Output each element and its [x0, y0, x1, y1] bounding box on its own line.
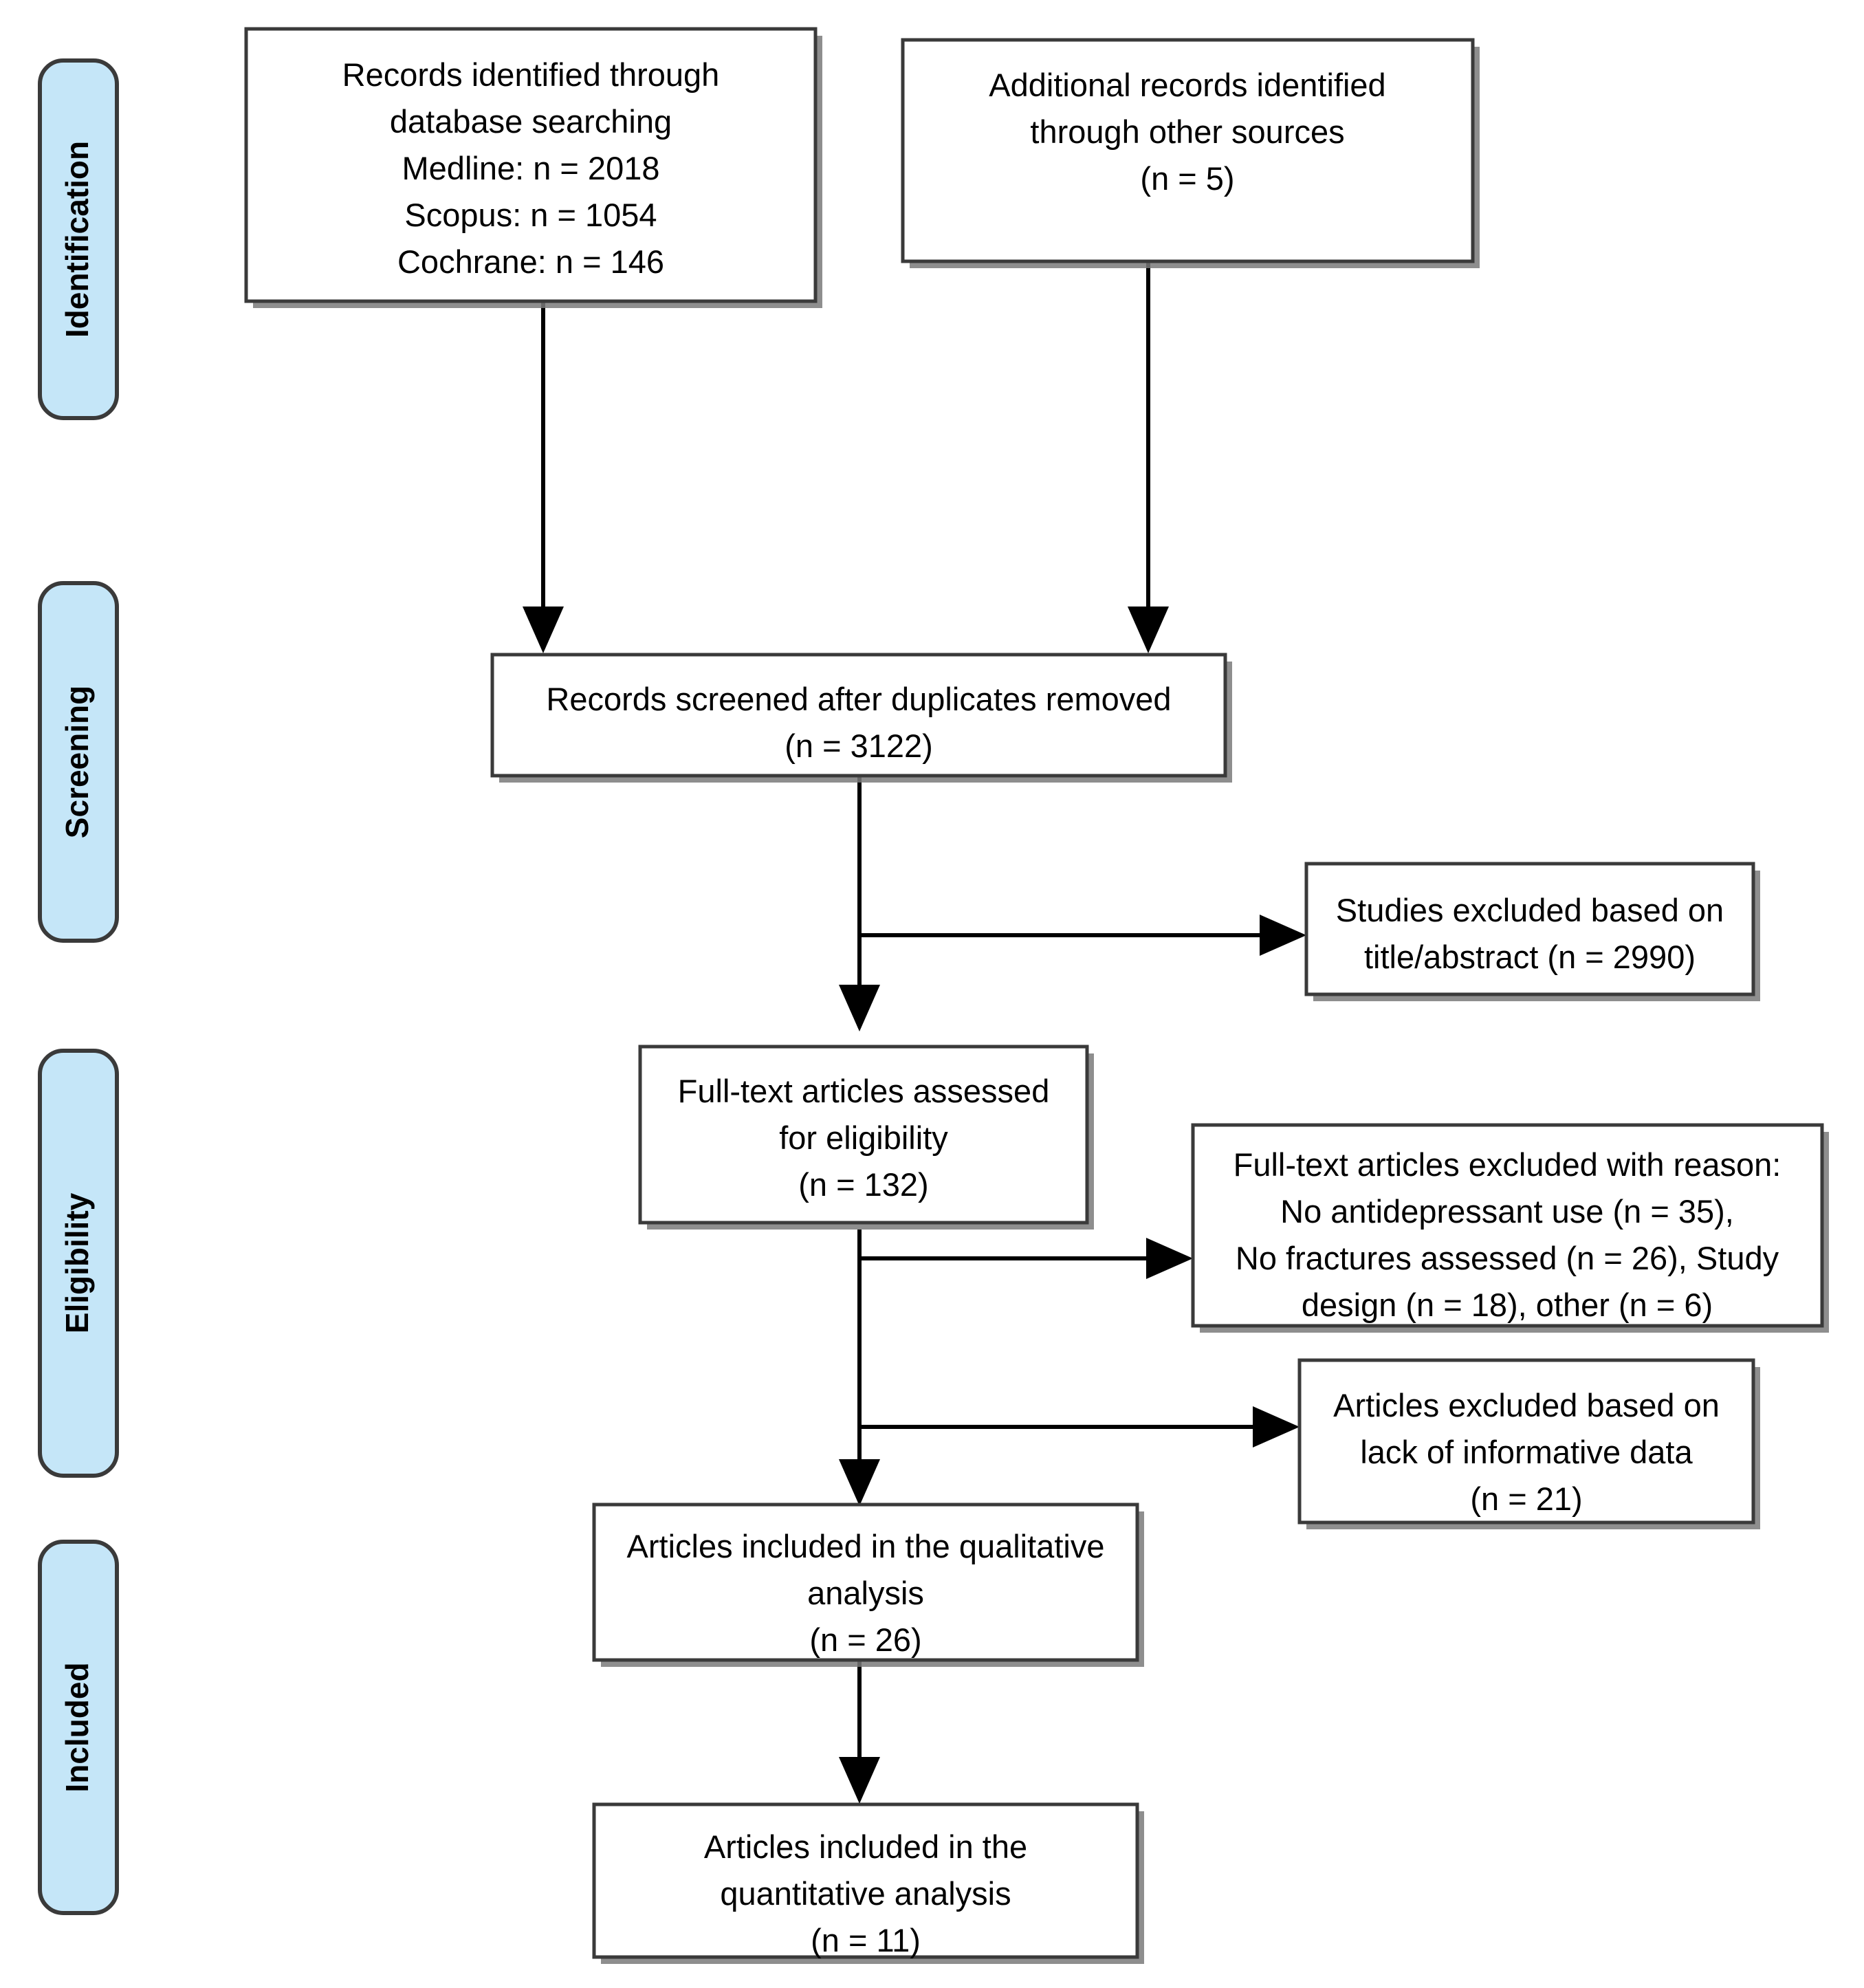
stage-pill-included-label: Included — [59, 1662, 95, 1792]
stage-pill-identification: Identification — [38, 58, 119, 420]
box-excluded-title-abstract: Studies excluded based on title/abstract… — [1304, 862, 1760, 1001]
box-database-search-line-5: Cochrane: n = 146 — [397, 243, 664, 280]
box-excluded-no-data-shape — [1297, 1358, 1755, 1525]
box-fulltext-excluded-shape — [1191, 1123, 1824, 1328]
connector-fulltext-to-excluded-no-data — [859, 1406, 1300, 1448]
box-fulltext-excluded-line-1: Full-text articles excluded with reason: — [1233, 1146, 1781, 1183]
stage-pill-screening: Screening — [38, 581, 119, 943]
box-excluded-title-abstract-line-1: Studies excluded based on — [1336, 892, 1724, 928]
box-database-search-shape — [244, 27, 818, 303]
connector-database-to-screened — [523, 303, 564, 653]
box-fulltext-assessed-shape — [638, 1045, 1089, 1225]
box-database-search-line-4: Scopus: n = 1054 — [404, 197, 657, 233]
connector-qualitative-to-quantitative — [839, 1661, 880, 1804]
box-database-search-line-1: Records identified through — [342, 56, 720, 93]
box-records-screened: Records screened after duplicates remove… — [490, 653, 1232, 783]
box-excluded-no-data-line-2: lack of informative data — [1360, 1434, 1693, 1470]
connector-screened-to-fulltext — [839, 777, 880, 1031]
box-quantitative-shape — [592, 1802, 1139, 1959]
box-fulltext-assessed-line-2: for eligibility — [779, 1119, 948, 1156]
box-quantitative-line-3: (n = 11) — [811, 1922, 921, 1958]
box-qualitative-line-3: (n = 26) — [809, 1621, 921, 1658]
box-database-search-line-3: Medline: n = 2018 — [402, 150, 660, 186]
box-qualitative-shape — [592, 1503, 1139, 1662]
box-other-sources-shape — [901, 38, 1475, 263]
stage-pill-screening-shape — [38, 581, 119, 943]
box-fulltext-excluded: Full-text articles excluded with reason:… — [1191, 1123, 1829, 1333]
stage-pill-eligibility-shape — [38, 1049, 119, 1478]
box-qualitative-line-1: Articles included in the qualitative — [627, 1528, 1105, 1564]
box-fulltext-assessed-line-1: Full-text articles assessed — [678, 1073, 1050, 1109]
box-excluded-no-data: Articles excluded based on lack of infor… — [1297, 1358, 1760, 1529]
box-records-screened-line-1: Records screened after duplicates remove… — [546, 681, 1171, 717]
stage-pill-included: Included — [38, 1540, 119, 1915]
box-other-sources: Additional records identified through ot… — [901, 38, 1480, 268]
box-fulltext-excluded-line-2: No antidepressant use (n = 35), — [1280, 1193, 1734, 1230]
box-quantitative: Articles included in the quantitative an… — [592, 1802, 1144, 1964]
connector-screened-to-excluded-title-abstract — [859, 915, 1306, 956]
stage-pill-identification-shape — [38, 58, 119, 420]
box-database-search: Records identified through database sear… — [244, 27, 822, 308]
box-fulltext-assessed-line-3: (n = 132) — [798, 1166, 928, 1203]
box-qualitative: Articles included in the qualitative ana… — [592, 1503, 1144, 1667]
connector-other-to-screened — [1128, 261, 1169, 653]
box-fulltext-excluded-line-3: No fractures assessed (n = 26), Study — [1236, 1240, 1779, 1276]
box-excluded-title-abstract-line-2: title/abstract (n = 2990) — [1364, 939, 1696, 975]
connector-fulltext-to-excluded-reason — [859, 1238, 1193, 1279]
stage-pill-screening-label: Screening — [59, 686, 95, 838]
box-records-screened-line-2: (n = 3122) — [785, 728, 933, 764]
box-other-sources-line-1: Additional records identified — [989, 67, 1385, 103]
box-other-sources-line-2: through other sources — [1030, 113, 1344, 150]
box-records-screened-shape — [490, 653, 1227, 778]
box-fulltext-excluded-line-4: design (n = 18), other (n = 6) — [1302, 1287, 1713, 1323]
connector-fulltext-to-qualitative — [839, 1230, 880, 1506]
box-quantitative-line-1: Articles included in the — [704, 1828, 1027, 1865]
box-excluded-no-data-line-3: (n = 21) — [1470, 1481, 1582, 1517]
stage-pill-identification-label: Identification — [59, 141, 95, 338]
box-quantitative-line-2: quantitative analysis — [720, 1875, 1011, 1912]
box-qualitative-line-2: analysis — [807, 1575, 924, 1611]
box-fulltext-assessed: Full-text articles assessed for eligibil… — [638, 1045, 1094, 1230]
box-other-sources-line-3: (n = 5) — [1140, 160, 1234, 197]
box-excluded-no-data-line-1: Articles excluded based on — [1333, 1387, 1720, 1423]
stage-pill-included-shape — [38, 1540, 119, 1915]
box-database-search-line-2: database searching — [390, 103, 672, 140]
stage-pill-eligibility: Eligibility — [38, 1049, 119, 1478]
box-excluded-title-abstract-shape — [1304, 862, 1755, 996]
stage-pill-eligibility-label: Eligibility — [59, 1192, 95, 1333]
